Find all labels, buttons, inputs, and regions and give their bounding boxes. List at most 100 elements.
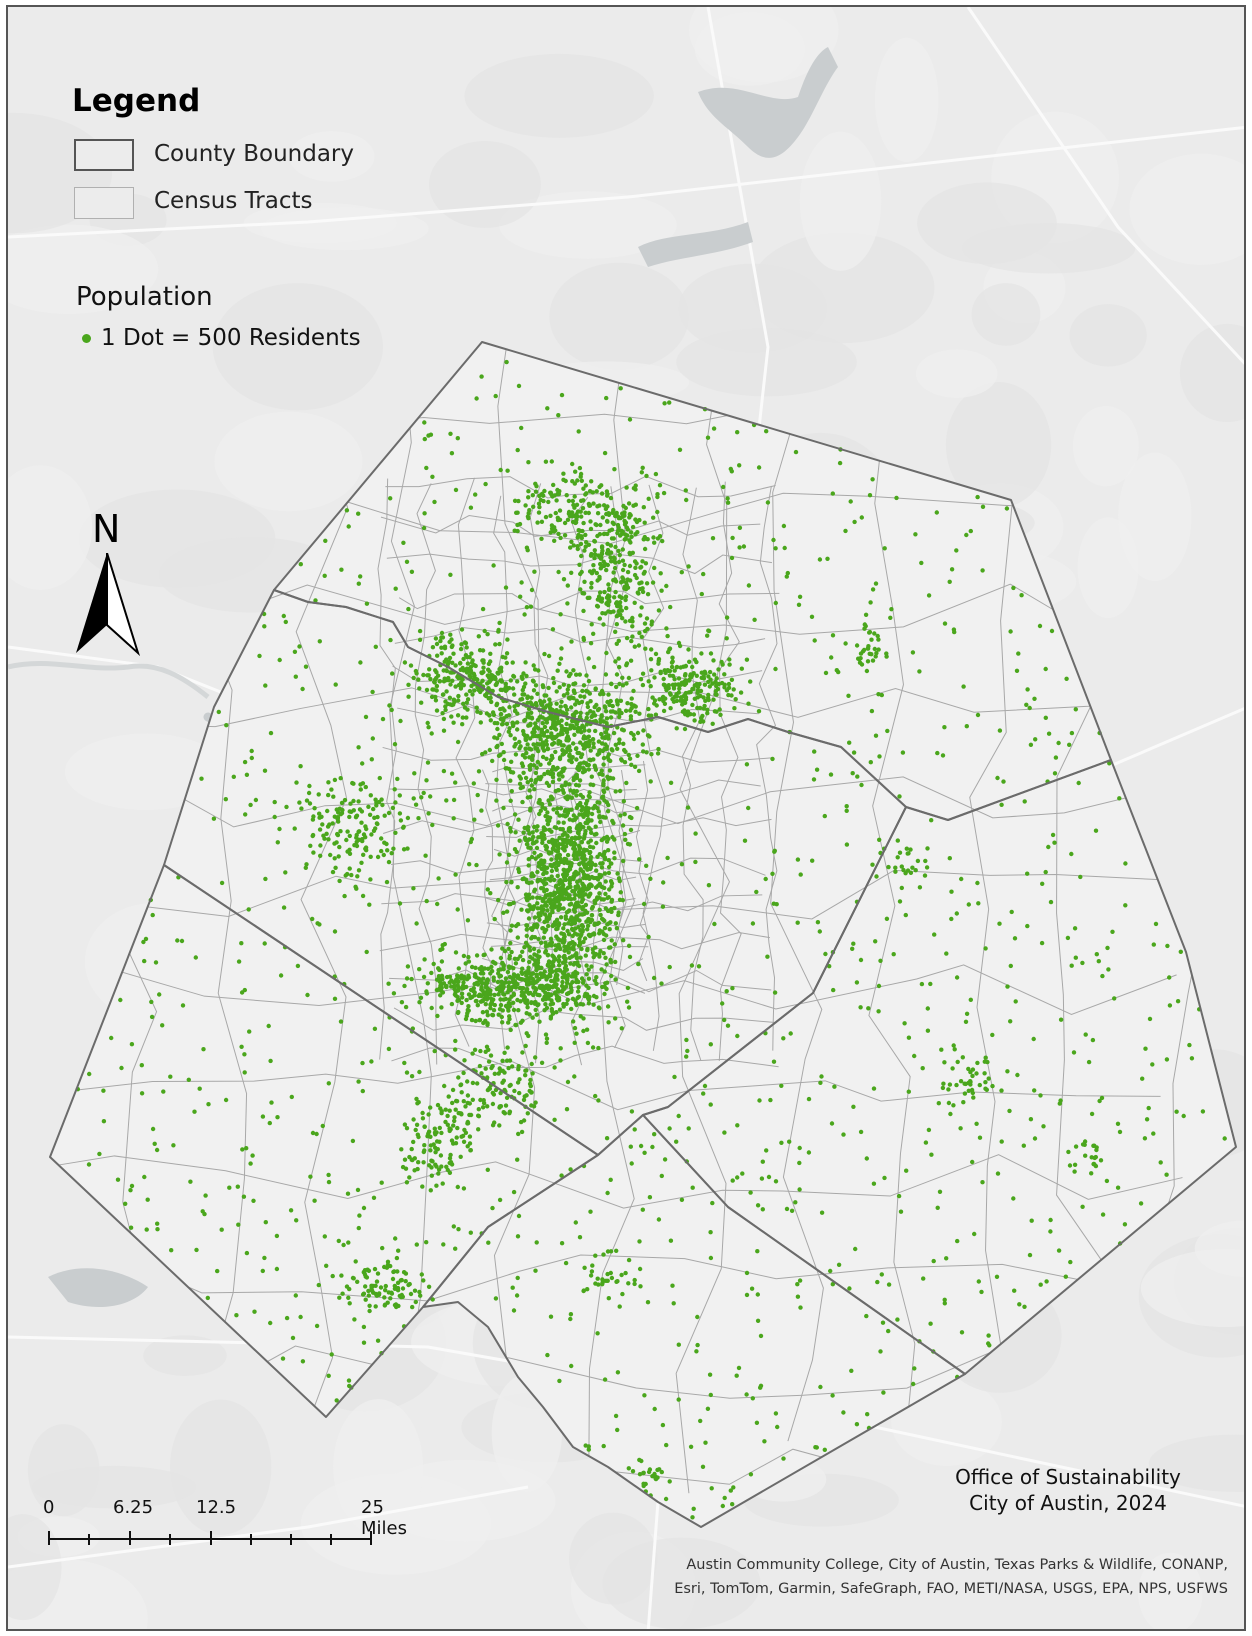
population-dot xyxy=(1094,1145,1099,1150)
population-dot xyxy=(772,990,778,995)
population-dot xyxy=(582,834,587,839)
population-dot xyxy=(626,1281,631,1286)
population-dot xyxy=(558,915,564,920)
population-dot xyxy=(448,431,453,436)
population-dot xyxy=(645,1300,651,1305)
population-dot xyxy=(532,935,538,940)
population-dot xyxy=(550,909,555,915)
population-dot xyxy=(588,519,593,524)
population-dot xyxy=(873,733,879,738)
population-dot xyxy=(679,570,684,575)
population-dot xyxy=(401,1270,407,1275)
population-dot xyxy=(568,671,573,677)
population-dot xyxy=(646,934,651,940)
population-dot xyxy=(678,682,684,687)
population-dot xyxy=(554,1010,559,1015)
population-dot xyxy=(529,871,535,876)
population-dot xyxy=(224,723,229,728)
population-dot xyxy=(631,503,636,508)
population-dot xyxy=(690,1185,695,1190)
population-dot xyxy=(571,775,577,781)
population-dot xyxy=(444,689,449,694)
population-dot xyxy=(617,711,622,716)
population-dot xyxy=(1063,1274,1069,1279)
population-dot xyxy=(583,875,589,880)
population-dot xyxy=(455,739,461,745)
population-dot xyxy=(529,1061,534,1067)
population-dot xyxy=(951,1043,956,1048)
population-dot xyxy=(490,1123,496,1128)
population-dot xyxy=(472,663,477,668)
population-dot xyxy=(503,585,509,590)
population-dot xyxy=(529,587,535,593)
population-dot xyxy=(509,923,515,928)
population-dot xyxy=(651,515,656,520)
population-dot xyxy=(648,779,653,784)
population-dot xyxy=(546,685,551,691)
population-dot xyxy=(413,1299,418,1305)
population-dot xyxy=(622,760,628,765)
map-frame[interactable]: Legend County Boundary Census Tracts Pop… xyxy=(6,5,1246,1631)
population-dot xyxy=(590,737,596,742)
population-dot xyxy=(320,822,325,827)
population-dot xyxy=(578,1014,583,1019)
population-dot xyxy=(707,669,713,675)
population-dot xyxy=(602,969,607,974)
population-dot xyxy=(569,705,574,710)
population-dot xyxy=(613,589,618,595)
population-dot xyxy=(592,552,598,557)
population-dot xyxy=(528,990,533,996)
population-dot xyxy=(525,1111,530,1116)
population-dot xyxy=(540,926,545,931)
population-dot xyxy=(575,729,581,734)
population-dot xyxy=(677,447,683,452)
population-dot xyxy=(793,1200,798,1205)
population-dot xyxy=(555,936,560,941)
population-dot xyxy=(554,982,559,987)
basemap-patch xyxy=(874,37,939,163)
population-dot xyxy=(589,964,594,969)
population-dot xyxy=(1080,960,1085,966)
population-dot xyxy=(553,510,558,516)
population-dot xyxy=(871,1181,877,1186)
population-dot xyxy=(510,686,516,691)
population-dot xyxy=(609,536,615,541)
map-canvas[interactable] xyxy=(8,7,1246,1631)
population-dot xyxy=(532,824,537,830)
population-dot xyxy=(562,956,568,962)
population-dot xyxy=(1153,921,1159,927)
population-dot xyxy=(615,871,620,876)
population-dot xyxy=(527,903,532,908)
population-dot xyxy=(613,710,618,715)
population-dot xyxy=(584,722,590,727)
population-dot xyxy=(667,400,672,405)
tract-line xyxy=(385,475,776,499)
population-dot xyxy=(537,811,542,817)
population-dot xyxy=(281,613,286,619)
population-dot xyxy=(508,928,513,933)
population-dot xyxy=(884,651,889,656)
population-dot xyxy=(539,491,545,497)
population-dot xyxy=(506,1008,511,1013)
population-dot xyxy=(648,684,653,689)
population-dot xyxy=(500,1020,505,1025)
population-dot xyxy=(283,870,288,875)
population-dot xyxy=(729,677,735,682)
population-dot xyxy=(550,774,556,780)
population-dot xyxy=(411,796,416,801)
population-dot xyxy=(572,732,577,737)
population-dot xyxy=(621,576,626,582)
population-dot xyxy=(660,904,666,909)
population-dot xyxy=(946,1087,951,1092)
population-dot xyxy=(467,1134,473,1139)
population-dot xyxy=(554,976,559,981)
population-dot xyxy=(428,432,434,437)
population-dot xyxy=(828,1268,833,1274)
population-dot xyxy=(530,678,536,683)
population-dot xyxy=(843,528,848,534)
population-dot xyxy=(706,628,711,633)
population-dot xyxy=(216,709,221,715)
population-dot xyxy=(462,1058,467,1063)
population-dot xyxy=(746,805,751,811)
population-dot xyxy=(779,1140,784,1146)
